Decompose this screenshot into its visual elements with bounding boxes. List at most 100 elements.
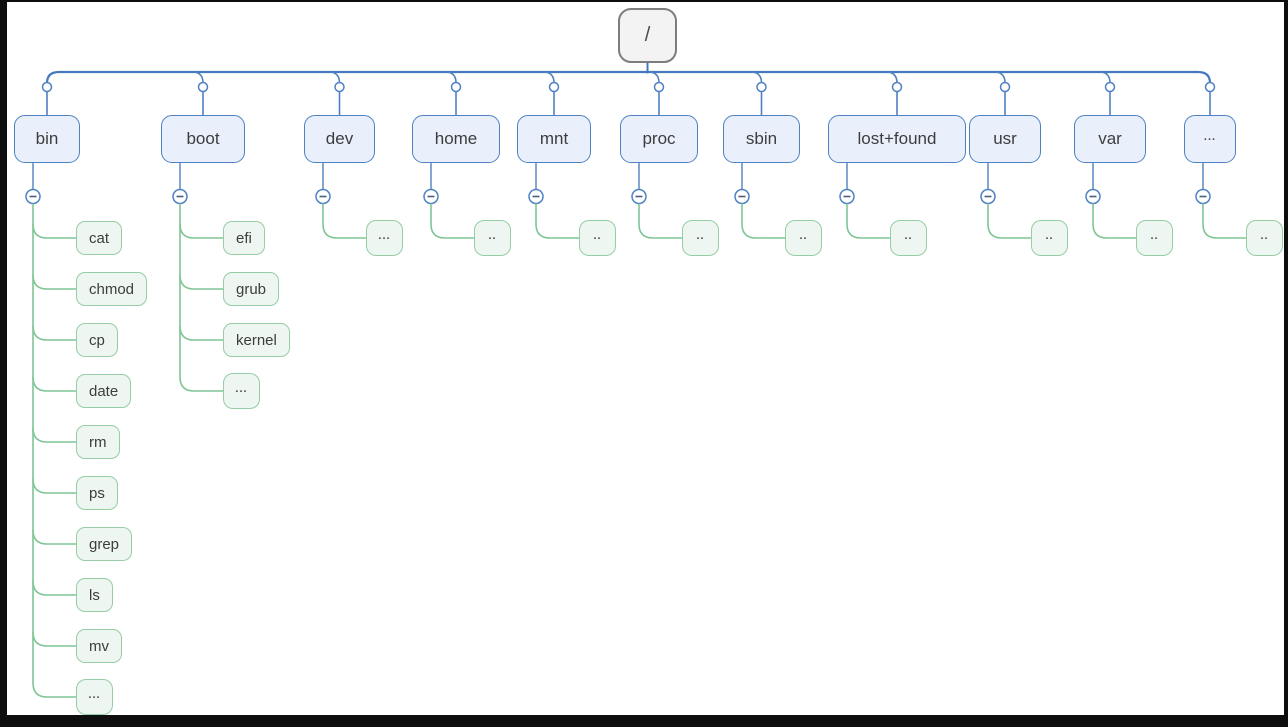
dir-node-boot-label: boot [186,129,220,148]
child-branch [179,223,224,239]
minus-icon[interactable] [528,188,544,205]
file-node-label: grub [236,280,267,298]
dir-node-usr-label: usr [993,129,1017,148]
branch-hook [446,71,457,84]
child-trunk [430,203,475,239]
circle-connector-icon [41,81,53,93]
file-node-label: ... [235,383,248,395]
file-node-label: rm [89,433,107,451]
branch-hook [751,71,763,84]
dir-node-dev[interactable]: dev [304,115,375,163]
file-node[interactable]: ... [223,373,260,409]
file-node[interactable]: grub [223,272,280,306]
file-node[interactable]: .. [682,220,719,256]
file-node[interactable]: .. [474,220,511,256]
child-trunk [638,203,683,239]
dir-node-home-label: home [434,129,478,148]
dir-node-lost-found-label: lost+found [857,129,937,148]
file-node-label: .. [1260,230,1269,242]
dir-node-var-label: var [1098,129,1122,148]
minus-icon[interactable] [315,188,331,205]
minus-icon[interactable] [423,188,439,205]
dir-node-more-label: ... [1203,131,1217,143]
file-node[interactable]: cp [76,323,118,357]
dir-node-mnt-label: mnt [539,129,569,148]
file-node-label: .. [799,230,808,242]
file-node[interactable]: cat [76,221,123,255]
file-node[interactable]: ls [76,578,113,612]
minus-icon[interactable] [631,188,647,205]
file-node-label: kernel [236,331,277,349]
dir-node-home[interactable]: home [412,115,500,163]
file-node[interactable]: kernel [223,323,290,357]
child-trunk [1202,203,1247,239]
dir-node-var[interactable]: var [1074,115,1146,163]
circle-connector-icon [450,81,462,93]
minus-icon[interactable] [1195,188,1211,205]
dir-node-proc-label: proc [642,129,676,148]
file-node-label: chmod [89,280,135,298]
branch-hook [329,71,341,84]
file-node[interactable]: chmod [76,272,148,306]
file-node[interactable]: .. [785,220,822,256]
root-rail [45,70,1212,85]
dir-node-usr[interactable]: usr [969,115,1041,163]
root-node-label: / [644,24,651,46]
minus-icon[interactable] [734,188,750,205]
file-node[interactable]: ps [76,476,118,510]
file-node[interactable]: .. [1136,220,1173,256]
dir-node-lost-found[interactable]: lost+found [828,115,966,163]
dir-node-boot[interactable]: boot [161,115,245,163]
child-trunk [535,203,580,239]
child-trunk [179,203,224,392]
file-node-label: mv [89,637,109,655]
minus-icon[interactable] [25,188,41,205]
tree-connectors [25,62,1247,698]
file-node[interactable]: efi [223,221,265,255]
dir-node-bin[interactable]: bin [14,115,80,163]
dir-node-sbin-label: sbin [745,129,778,148]
file-node-label: ls [89,586,100,604]
child-trunk [987,203,1032,239]
child-branch [32,427,77,443]
child-branch [179,325,224,341]
dir-node-more[interactable]: ... [1184,115,1236,163]
child-branch [32,631,77,647]
file-node[interactable]: ... [366,220,403,256]
child-trunk [846,203,891,239]
file-node-label: ... [88,689,101,701]
dir-node-sbin[interactable]: sbin [723,115,800,163]
child-branch [32,274,77,290]
minus-icon[interactable] [1085,188,1101,205]
file-node[interactable]: .. [1246,220,1283,256]
minus-icon[interactable] [172,188,188,205]
file-node[interactable]: .. [1031,220,1068,256]
circle-connector-icon [548,81,560,93]
file-node[interactable]: .. [579,220,616,256]
child-branch [32,223,77,239]
file-node[interactable]: ... [76,679,113,715]
child-branch [179,274,224,290]
file-node-label: cat [89,229,110,247]
minus-icon[interactable] [839,188,855,205]
dir-node-bin-label: bin [35,129,59,148]
minus-icon[interactable] [980,188,996,205]
circle-connector-icon [197,81,209,93]
file-node[interactable]: mv [76,629,122,663]
child-branch [32,478,77,494]
file-node[interactable]: date [76,374,132,408]
dir-node-proc[interactable]: proc [620,115,698,163]
file-node-label: ps [89,484,105,502]
file-node-label: efi [236,229,252,247]
file-node-label: grep [89,535,120,553]
file-node-label: date [89,382,119,400]
branch-hook [995,71,1006,84]
file-node[interactable]: grep [76,527,133,561]
branch-hook [193,71,204,84]
file-node[interactable]: .. [890,220,927,256]
root-node[interactable]: / [618,8,677,63]
file-node[interactable]: rm [76,425,120,459]
file-node-label: cp [89,331,105,349]
dir-node-mnt[interactable]: mnt [517,115,591,163]
